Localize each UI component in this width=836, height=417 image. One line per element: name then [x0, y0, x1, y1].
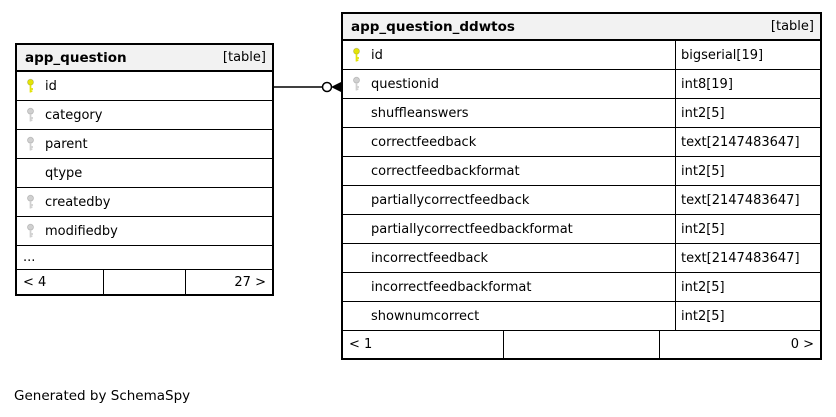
table-row: incorrectfeedbackformat int2[5] — [343, 273, 820, 302]
table-row: parent — [17, 130, 272, 159]
column-name-cell: parent — [17, 130, 272, 158]
column-name: incorrectfeedbackformat — [371, 279, 532, 295]
footer-middle-cell — [103, 270, 184, 294]
column-name: parent — [45, 136, 88, 152]
table-row: correctfeedbackformat int2[5] — [343, 157, 820, 186]
table-row: correctfeedback text[2147483647] — [343, 128, 820, 157]
column-name-cell: correctfeedback — [343, 128, 675, 156]
table-row: partiallycorrectfeedback text[2147483647… — [343, 186, 820, 215]
table-header[interactable]: app_question_ddwtos [table] — [343, 14, 820, 41]
table-name[interactable]: app_question_ddwtos — [351, 18, 515, 35]
table-footer: < 4 27 > — [17, 270, 272, 294]
key-icon — [27, 78, 34, 93]
column-name: id — [371, 47, 383, 63]
column-name-cell: id — [17, 72, 272, 100]
table-name[interactable]: app_question — [25, 49, 127, 66]
table-row: modifiedby — [17, 217, 272, 246]
column-type: text[2147483647] — [675, 244, 820, 272]
column-name-cell: correctfeedbackformat — [343, 157, 675, 185]
key-icon — [353, 76, 360, 91]
footer-parents-count: < 4 — [23, 274, 47, 290]
key-icon — [353, 47, 360, 62]
column-name-cell: partiallycorrectfeedback — [343, 186, 675, 214]
column-name-cell: modifiedby — [17, 217, 272, 245]
key-icon — [27, 194, 34, 209]
column-name-cell: incorrectfeedback — [343, 244, 675, 272]
column-name: shownumcorrect — [371, 308, 480, 324]
footer-parents-count: < 1 — [349, 337, 373, 352]
column-type: int2[5] — [675, 99, 820, 127]
column-name-cell: partiallycorrectfeedbackformat — [343, 215, 675, 243]
column-name: id — [45, 78, 57, 94]
column-type: text[2147483647] — [675, 128, 820, 156]
table-badge: [table] — [222, 50, 266, 65]
column-rows: id bigserial[19] questionid int8[19] — [343, 41, 820, 331]
column-name-cell: createdby — [17, 188, 272, 216]
relationship-arrowhead — [331, 82, 341, 92]
column-type: bigserial[19] — [675, 41, 820, 69]
column-name-cell: id — [343, 41, 675, 69]
table-row: id — [17, 72, 272, 101]
column-name: shuffleanswers — [371, 105, 469, 121]
column-name: correctfeedbackformat — [371, 163, 520, 179]
table-row: category — [17, 101, 272, 130]
column-name-cell: shuffleanswers — [343, 99, 675, 127]
key-icon — [27, 107, 34, 122]
column-type: int2[5] — [675, 302, 820, 330]
table-row: questionid int8[19] — [343, 70, 820, 99]
column-type: int2[5] — [675, 215, 820, 243]
column-name-cell: incorrectfeedbackformat — [343, 273, 675, 301]
column-type: int8[19] — [675, 70, 820, 98]
column-name: category — [45, 107, 103, 123]
column-type: int2[5] — [675, 273, 820, 301]
column-name: questionid — [371, 76, 440, 92]
column-name: qtype — [45, 165, 83, 181]
column-name-cell: questionid — [343, 70, 675, 98]
footer-middle-cell — [503, 331, 658, 358]
table-footer: < 1 0 > — [343, 331, 820, 358]
footer-children-count: 0 > — [658, 331, 820, 358]
table-row: incorrectfeedback text[2147483647] — [343, 244, 820, 273]
relationship-circle-marker — [321, 81, 333, 93]
column-name: partiallycorrectfeedbackformat — [371, 221, 573, 237]
column-rows: id category — [17, 72, 272, 246]
table-row: id bigserial[19] — [343, 41, 820, 70]
column-type: int2[5] — [675, 157, 820, 185]
column-name: createdby — [45, 194, 111, 210]
column-name: incorrectfeedback — [371, 250, 489, 266]
truncated-columns-row: ... — [17, 246, 272, 270]
table-row: partiallycorrectfeedbackformat int2[5] — [343, 215, 820, 244]
footer-children-count: 27 > — [184, 270, 272, 294]
table-row: createdby — [17, 188, 272, 217]
table-row: qtype — [17, 159, 272, 188]
table-row: shuffleanswers int2[5] — [343, 99, 820, 128]
table-row: shownumcorrect int2[5] — [343, 302, 820, 331]
column-name: partiallycorrectfeedback — [371, 192, 530, 208]
table-app-question[interactable]: app_question [table] id — [15, 43, 274, 296]
column-name-cell: qtype — [17, 159, 272, 187]
table-app-question-ddwtos[interactable]: app_question_ddwtos [table] id bigserial… — [341, 12, 822, 360]
table-header[interactable]: app_question [table] — [17, 45, 272, 72]
key-icon — [27, 136, 34, 151]
column-type: text[2147483647] — [675, 186, 820, 214]
table-badge: [table] — [770, 19, 814, 34]
column-name-cell: shownumcorrect — [343, 302, 675, 330]
column-name-cell: category — [17, 101, 272, 129]
column-name: correctfeedback — [371, 134, 477, 150]
generated-by-caption: Generated by SchemaSpy — [14, 388, 191, 404]
column-name: modifiedby — [45, 223, 118, 239]
key-icon — [27, 223, 34, 238]
